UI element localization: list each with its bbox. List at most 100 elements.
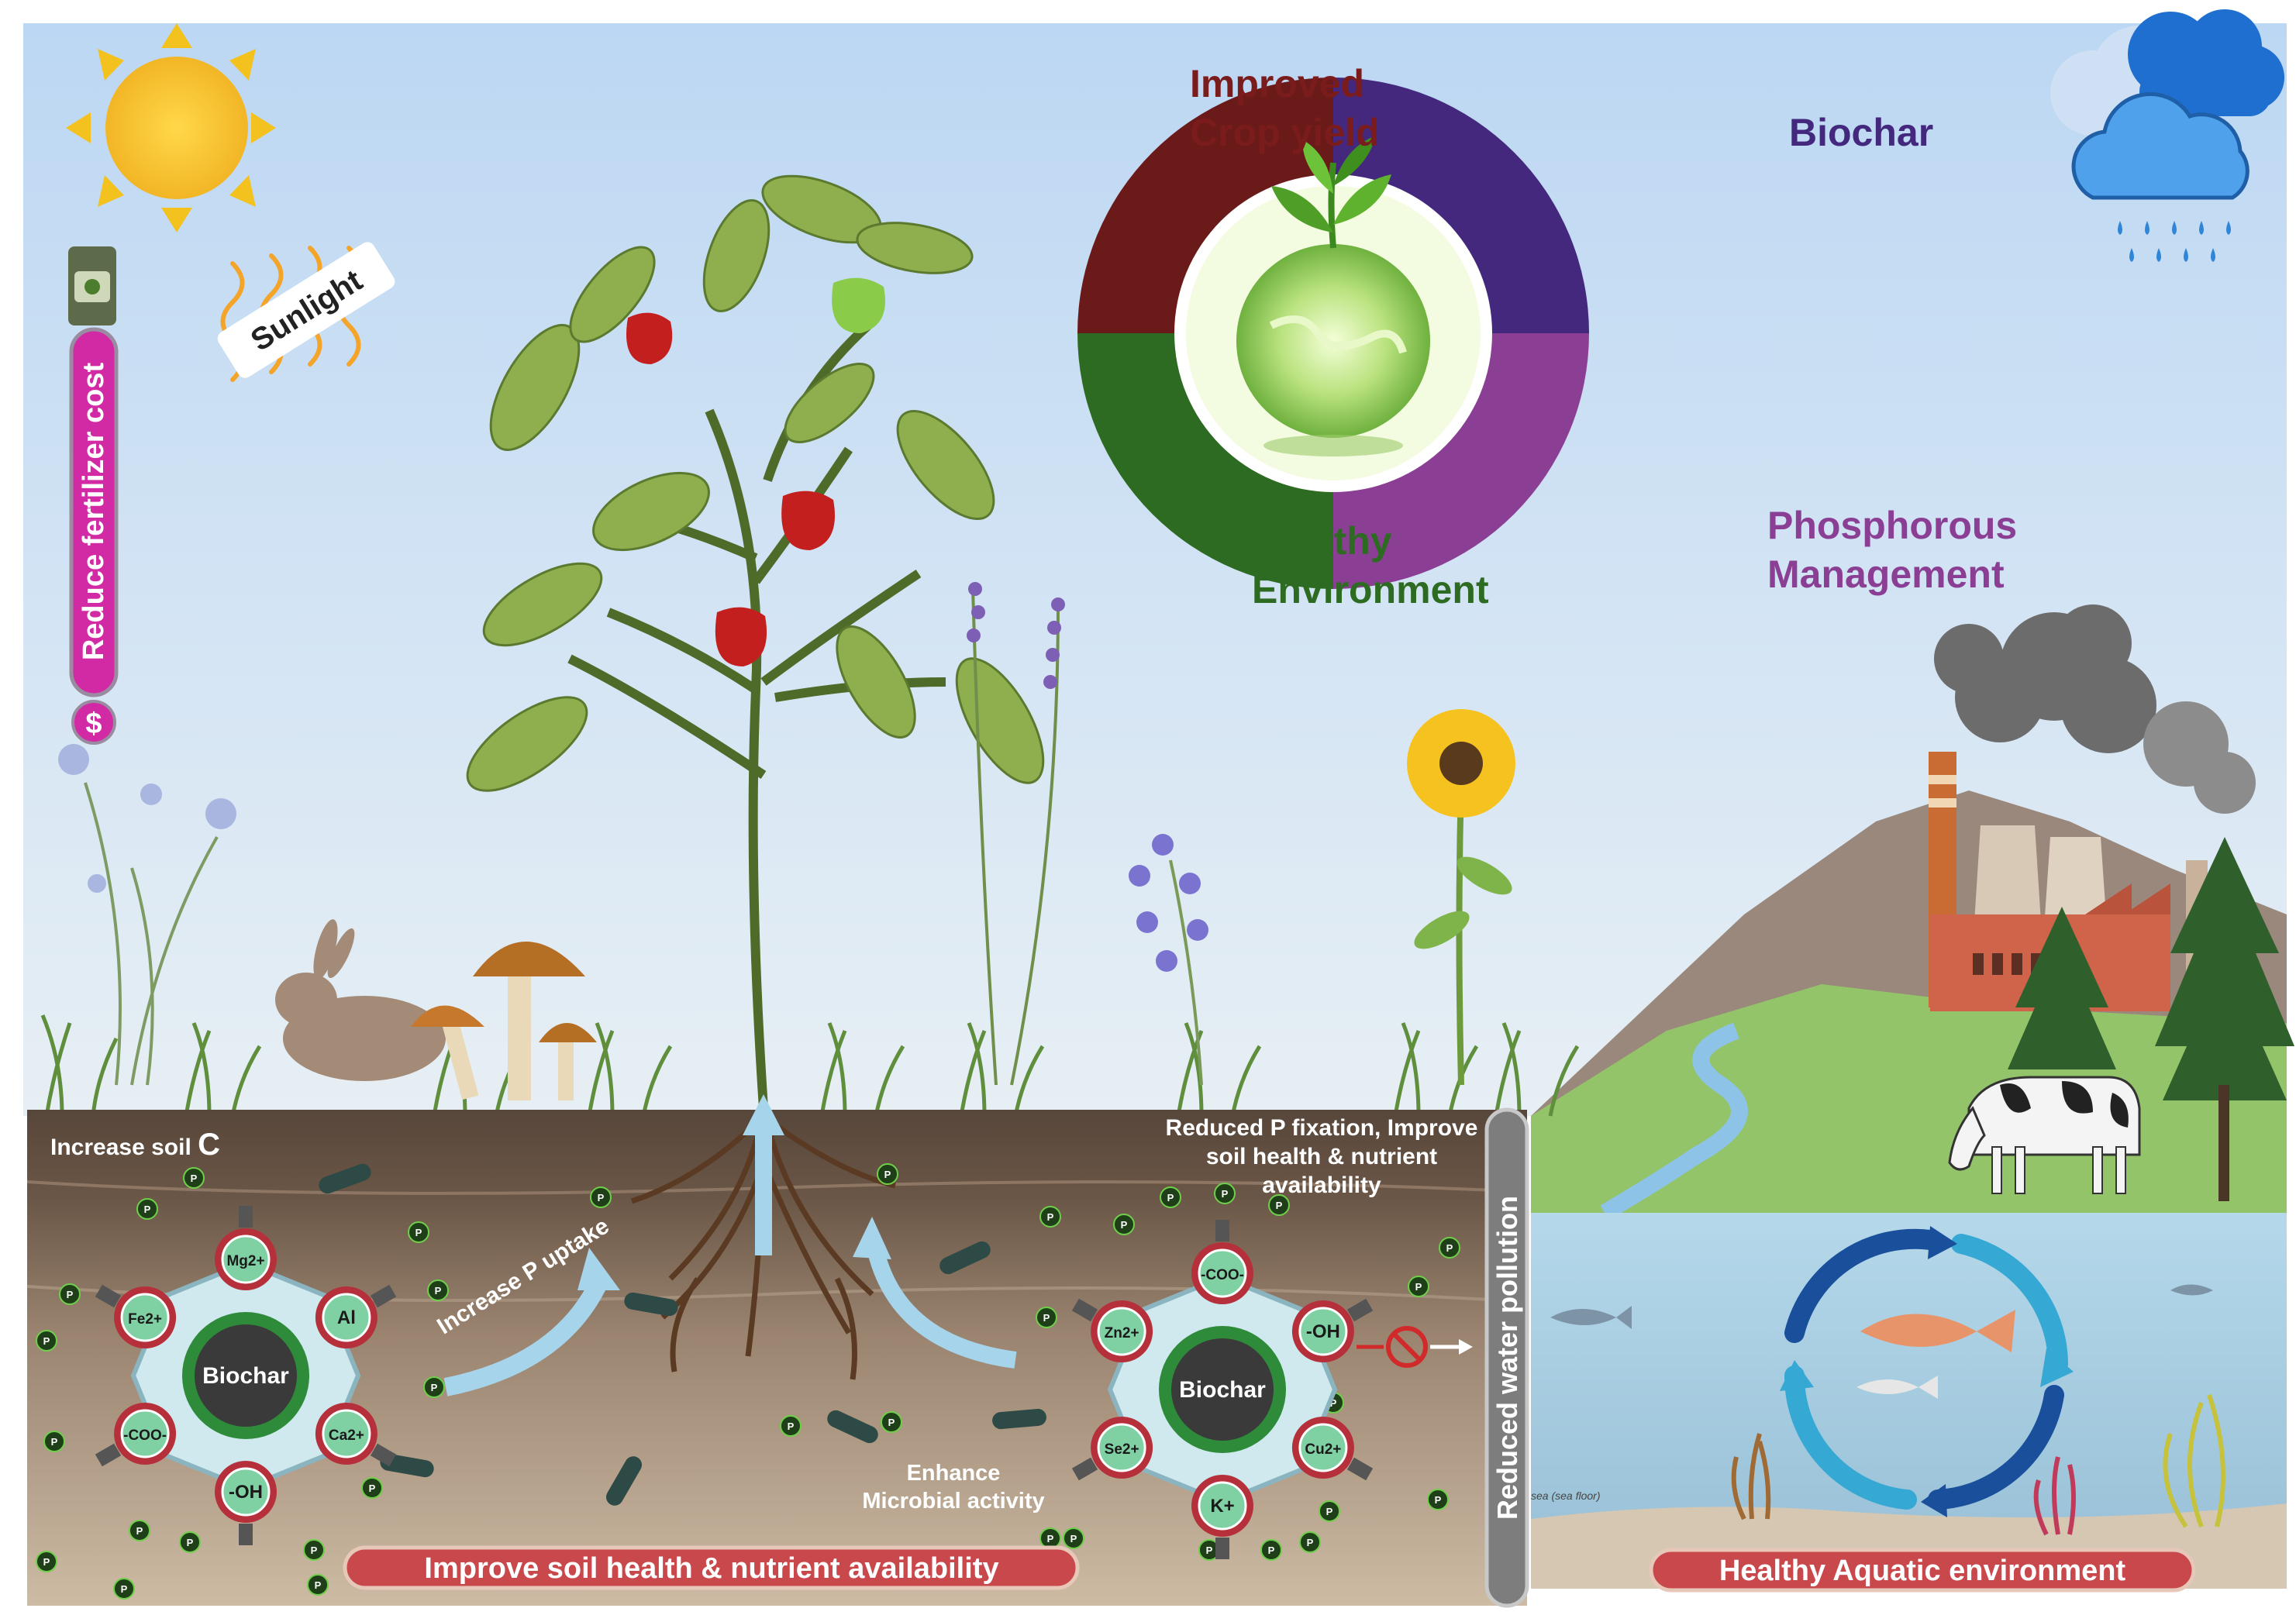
- p-marker-label: P: [598, 1192, 605, 1204]
- p-marker-label: P: [187, 1537, 194, 1548]
- functional-group-label: Al: [337, 1307, 356, 1328]
- p-marker-label: P: [788, 1421, 795, 1432]
- p-marker-label: P: [67, 1289, 74, 1300]
- functional-group-label: Zn2+: [1105, 1325, 1139, 1341]
- mushrooms-icon: [411, 942, 597, 1100]
- p-marker-label: P: [311, 1545, 318, 1556]
- soil-banner-label: Improve soil health & nutrient availabil…: [424, 1552, 998, 1585]
- p-marker-dot: [136, 1198, 158, 1220]
- pepper-plant-icon: [466, 174, 1045, 1109]
- functional-group-label: -COO-: [1201, 1267, 1244, 1283]
- p-marker-label: P: [1330, 1397, 1337, 1409]
- p-marker-label: P: [369, 1483, 376, 1494]
- wheel-label-biochar: Biochar: [1789, 111, 1933, 154]
- functional-group-label: Cu2+: [1305, 1441, 1341, 1458]
- p-marker-label: P: [1326, 1506, 1333, 1517]
- p-marker-label: P: [51, 1436, 58, 1448]
- p-marker-dot: [307, 1574, 329, 1596]
- functional-group: Zn2+: [1071, 1298, 1153, 1362]
- lavender-icon: [967, 582, 1065, 1086]
- aquatic-banner-label: Healthy Aquatic environment: [1719, 1555, 2126, 1587]
- functional-group-label: Fe2+: [128, 1311, 162, 1328]
- p-marker-label: P: [1435, 1494, 1442, 1506]
- functional-group-label: Se2+: [1105, 1441, 1139, 1458]
- p-marker-dot: [361, 1477, 383, 1499]
- functional-group: -COO-: [1191, 1220, 1253, 1304]
- p-marker-dot: [1063, 1527, 1084, 1549]
- biochar-left-label: Biochar: [202, 1363, 289, 1389]
- functional-group: Fe2+: [95, 1284, 177, 1348]
- functional-group-label: -COO-: [123, 1427, 167, 1444]
- wheel-label-management: Management: [1767, 553, 2005, 596]
- functional-group-label: K+: [1210, 1496, 1234, 1517]
- p-marker-dot: [1299, 1531, 1321, 1553]
- wheel-label-environment: Environment: [1252, 568, 1489, 611]
- p-marker-dot: [1439, 1237, 1460, 1259]
- p-marker-label: P: [315, 1579, 322, 1591]
- p-marker-label: P: [1446, 1242, 1453, 1254]
- p-uptake-arrow: [443, 1274, 609, 1396]
- wheel-label-phosphorous: Phosphorous: [1767, 504, 2017, 547]
- water-pollution-bar: [1484, 1107, 1529, 1608]
- functional-group: -COO-: [95, 1403, 177, 1467]
- p-marker-label: P: [1047, 1211, 1054, 1223]
- p-marker-dot: [423, 1376, 445, 1398]
- functional-group: Al: [315, 1284, 397, 1348]
- seaweed-icon: [1731, 1394, 2225, 1536]
- p-marker-dot: [1408, 1276, 1429, 1297]
- benefits-wheel: Improved Crop yield Biochar Phosphorous …: [1077, 62, 2017, 611]
- phosphorus-markers: PPPPPPPPPPPPPPPPPPPPPPPPPPPPPPPPPPPP: [36, 1163, 1460, 1600]
- p-fixation-line3: availability: [1262, 1173, 1381, 1198]
- rabbit-icon: [275, 919, 446, 1081]
- p-marker-dot: [780, 1415, 802, 1437]
- p-marker-label: P: [43, 1556, 50, 1568]
- aquatic-banner: Healthy Aquatic environment: [1649, 1548, 2196, 1593]
- wheel-label-improved: Improved: [1190, 62, 1364, 105]
- p-marker-dot: [877, 1163, 898, 1185]
- p-marker-label: P: [435, 1285, 442, 1297]
- p-marker-label: P: [888, 1417, 895, 1428]
- p-marker-label: P: [1268, 1545, 1275, 1556]
- p-marker-dot: [179, 1531, 201, 1553]
- p-marker-dot: [881, 1411, 902, 1433]
- functional-group-label: -OH: [229, 1482, 263, 1503]
- sea-floor-label: sea (sea floor): [1531, 1489, 1600, 1502]
- cow-icon: [1948, 1076, 2141, 1194]
- wheel-label-crop-yield: Crop yield: [1190, 111, 1379, 154]
- p-marker-dot: [43, 1431, 65, 1452]
- water-pollution-label: Reduced water pollution: [1491, 1196, 1523, 1520]
- factory-smoke-icon: [1934, 604, 2256, 814]
- p-marker-dot: [36, 1551, 57, 1572]
- p-marker-dot: [1427, 1489, 1449, 1510]
- p-marker-label: P: [1206, 1545, 1213, 1556]
- biochar-right-label: Biochar: [1179, 1377, 1266, 1403]
- water-cycle-arrows-icon: [1780, 1226, 2074, 1517]
- p-marker-label: P: [1222, 1188, 1229, 1200]
- p-marker-dot: [1260, 1539, 1282, 1561]
- p-marker-label: P: [415, 1227, 422, 1238]
- p-fixation-line1: Reduced P fixation, Improve: [1166, 1115, 1478, 1141]
- p-marker-dot: [1160, 1186, 1181, 1208]
- rain-cloud-icon: [2050, 9, 2284, 262]
- p-marker-label: P: [121, 1583, 128, 1595]
- p-marker-dot: [408, 1221, 429, 1243]
- p-marker-label: P: [1121, 1219, 1128, 1231]
- microbial-label-line1: Enhance: [907, 1461, 1001, 1486]
- functional-group: Se2+: [1071, 1417, 1153, 1481]
- pine-trees-icon: [2008, 837, 2294, 1201]
- p-marker-dot: [1214, 1183, 1236, 1204]
- green-pepper-icon: [832, 277, 885, 333]
- wildflowers-left-icon: [58, 744, 236, 1086]
- p-marker-label: P: [1070, 1533, 1077, 1545]
- functional-group-label: Ca2+: [329, 1427, 364, 1444]
- p-marker-label: P: [1415, 1281, 1422, 1293]
- wheel-label-healthy: Healthy: [1252, 519, 1392, 563]
- p-marker-dot: [59, 1283, 81, 1305]
- p-marker-dot: [303, 1539, 325, 1561]
- p-marker-label: P: [136, 1525, 143, 1537]
- functional-group-label: Mg2+: [226, 1253, 264, 1269]
- functional-group: -OH: [215, 1461, 277, 1545]
